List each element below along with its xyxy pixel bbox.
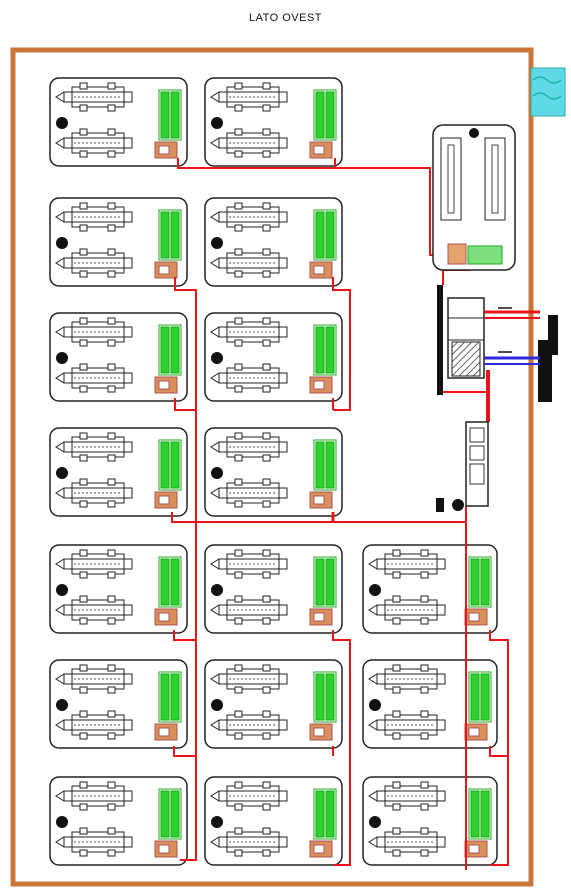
desk-module xyxy=(362,659,498,749)
indicator-dot xyxy=(56,117,68,129)
power-cable xyxy=(171,506,467,523)
desk-module xyxy=(204,427,343,517)
inverter-unit xyxy=(432,124,516,271)
desk-module xyxy=(49,312,188,402)
desk-module xyxy=(204,312,343,402)
desk-module xyxy=(204,659,343,749)
power-cable xyxy=(489,746,508,757)
diagram-title: LATO OVEST xyxy=(248,12,323,24)
indicator-dot xyxy=(211,237,223,249)
indicator-dot xyxy=(56,352,68,364)
desk-module xyxy=(49,197,188,287)
indicator-dot xyxy=(56,467,68,479)
desk-module xyxy=(204,776,343,866)
desk-module xyxy=(49,77,188,167)
window xyxy=(530,67,566,117)
power-cable xyxy=(173,630,196,641)
desk-module xyxy=(49,776,188,866)
indicator-dot xyxy=(211,699,223,711)
indicator-dot xyxy=(369,816,381,828)
desk-module xyxy=(204,197,343,287)
window-wave xyxy=(532,92,562,100)
indicator-dot xyxy=(56,584,68,596)
indicator-dot xyxy=(56,237,68,249)
indicator-dot xyxy=(369,699,381,711)
power-cable xyxy=(174,398,196,411)
power-cable xyxy=(173,746,196,757)
window-wave xyxy=(532,76,562,84)
indicator-dot xyxy=(211,584,223,596)
indicator-dot xyxy=(469,128,479,138)
desk-module xyxy=(204,544,343,634)
power-cable xyxy=(439,391,488,395)
indicator-dot xyxy=(56,816,68,828)
desk-module xyxy=(362,776,498,866)
power-cable xyxy=(332,630,351,866)
indicator-dot xyxy=(56,699,68,711)
desk-module xyxy=(49,427,188,517)
indicator-dot xyxy=(369,584,381,596)
room-wall xyxy=(10,47,534,887)
desk-module xyxy=(49,544,188,634)
power-cable xyxy=(332,277,351,411)
indicator-dot xyxy=(211,352,223,364)
indicator-dot xyxy=(211,816,223,828)
indicator-dot xyxy=(211,467,223,479)
indicator-dot xyxy=(211,117,223,129)
desk-module xyxy=(49,659,188,749)
power-cable xyxy=(442,269,470,285)
desk-module xyxy=(362,544,498,634)
power-cable xyxy=(489,630,509,866)
desk-module xyxy=(204,77,343,167)
power-cable xyxy=(174,277,197,861)
electrical-panel xyxy=(437,285,558,402)
meter-box xyxy=(436,421,489,512)
